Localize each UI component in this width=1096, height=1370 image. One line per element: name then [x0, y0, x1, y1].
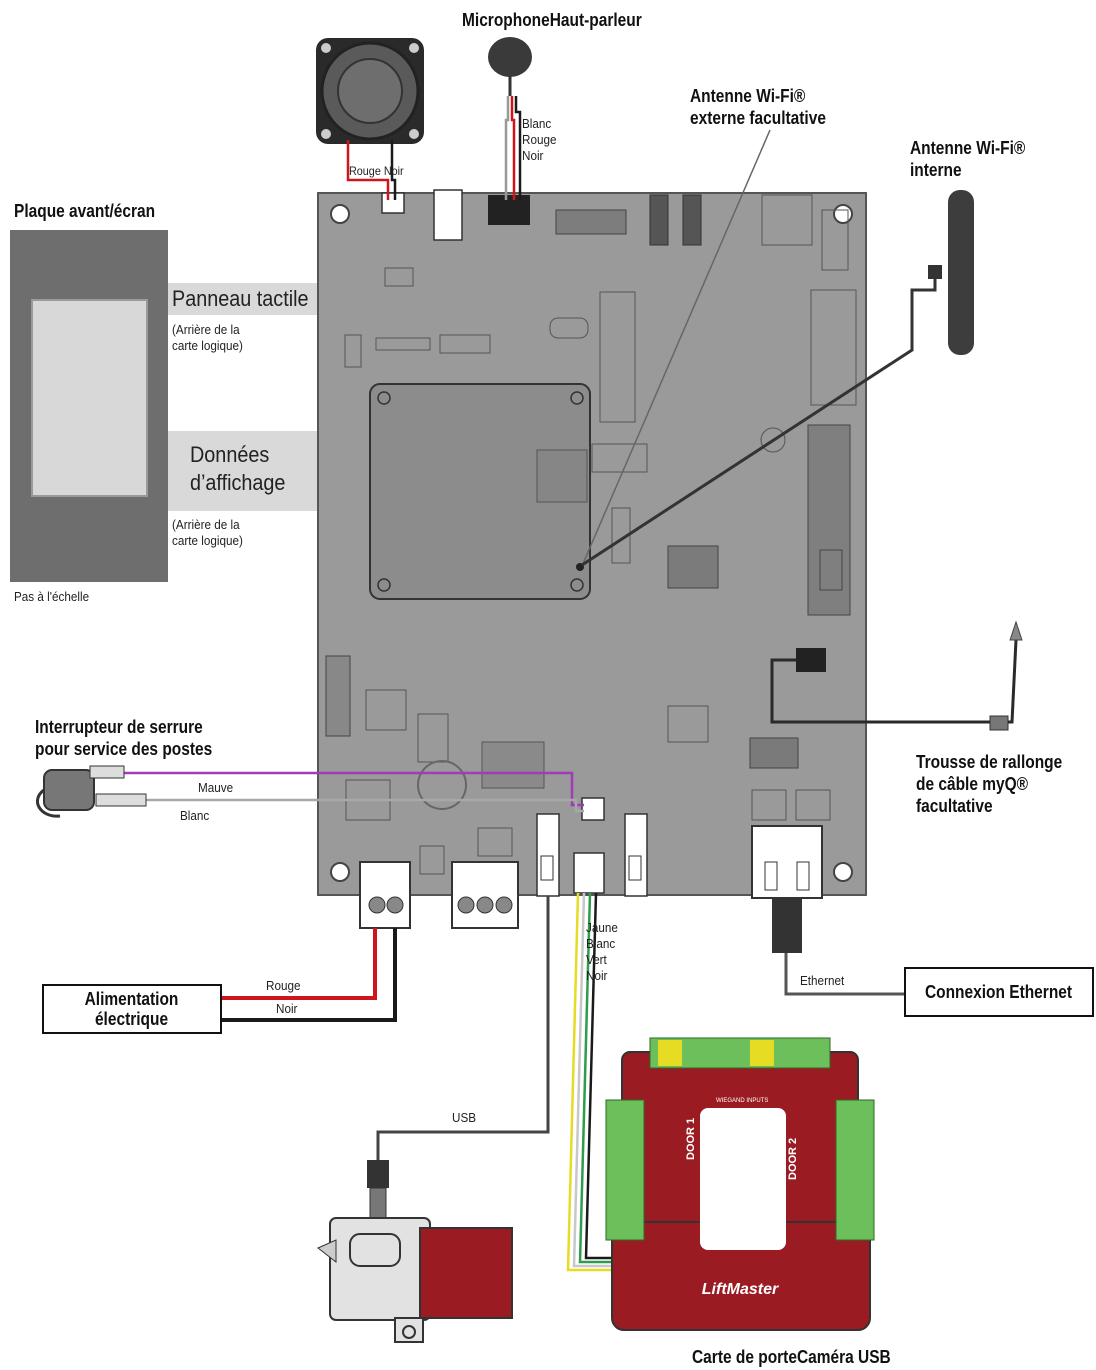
touch-panel-label: Panneau tactile — [172, 286, 309, 311]
main-logic-board — [317, 189, 867, 929]
microphone — [488, 37, 532, 96]
wifi-internal-label: Antenne Wi-Fi® interne — [910, 138, 1026, 180]
noir-wire-label: Noir — [276, 1001, 298, 1016]
speaker — [316, 38, 424, 144]
wiegand-label: WIEGAND INPUTS — [716, 1098, 768, 1104]
power-supply-box: Alimentation électrique — [42, 984, 222, 1034]
microphone-wires — [504, 96, 522, 200]
lock-switch — [36, 765, 147, 818]
door1-label: DOOR 1 — [685, 1118, 697, 1160]
extension-kit-label: Trousse de rallonge de câble myQ® facult… — [916, 752, 1063, 816]
rouge-wire-label: Rouge — [266, 978, 301, 993]
door-board-camera-label: Carte de porteCaméra USB — [692, 1347, 891, 1367]
ethernet-connection-label: Connexion Ethernet — [925, 982, 1073, 1002]
wifi-external-label: Antenne Wi-Fi® externe facultative — [690, 86, 826, 128]
speaker-wire-label: Rouge Noir — [349, 164, 404, 178]
microphone-speaker-label: MicrophoneHaut-parleur — [462, 10, 642, 30]
door-board-brand: LiftMaster — [702, 1281, 779, 1298]
speaker-wires — [346, 140, 397, 200]
front-plate-label: Plaque avant/écran — [14, 201, 156, 221]
mauve-wire-label: Mauve — [198, 780, 234, 795]
door-board: DOOR 1 DOOR 2 WIEGAND INPUTS LiftMaster — [605, 1037, 875, 1331]
front-plate-screen — [10, 230, 168, 582]
lock-switch-label: Interrupteur de serrure pour service des… — [35, 717, 213, 759]
ethernet-connection-box: Connexion Ethernet — [904, 967, 1094, 1017]
extension-kit-cable — [770, 620, 1023, 731]
usb-wire-label: USB — [452, 1110, 477, 1125]
display-data-note: (Arrière de la carte logique) — [172, 517, 243, 548]
ethernet-cable — [772, 898, 904, 996]
touch-panel-band — [168, 283, 318, 315]
usb-cable — [367, 896, 550, 1221]
ethernet-wire-label: Ethernet — [800, 973, 845, 988]
blanc-wire-label: Blanc — [180, 808, 210, 823]
display-data-band — [168, 431, 318, 511]
not-to-scale-label: Pas à l'échelle — [14, 589, 90, 604]
touch-panel-note: (Arrière de la carte logique) — [172, 322, 243, 353]
usb-camera — [317, 1217, 513, 1343]
display-data-label: Données d’affichage — [190, 442, 286, 495]
power-supply-label: Alimentation électrique — [85, 989, 179, 1029]
door2-label: DOOR 2 — [787, 1138, 799, 1180]
lock-switch-wires — [124, 771, 584, 813]
door-wires-label: Jaune Blanc Vert Noir — [586, 920, 618, 983]
microphone-wire-label: Blanc Rouge Noir — [522, 116, 557, 163]
power-wires — [220, 928, 397, 1022]
wifi-internal-antenna — [581, 190, 974, 567]
